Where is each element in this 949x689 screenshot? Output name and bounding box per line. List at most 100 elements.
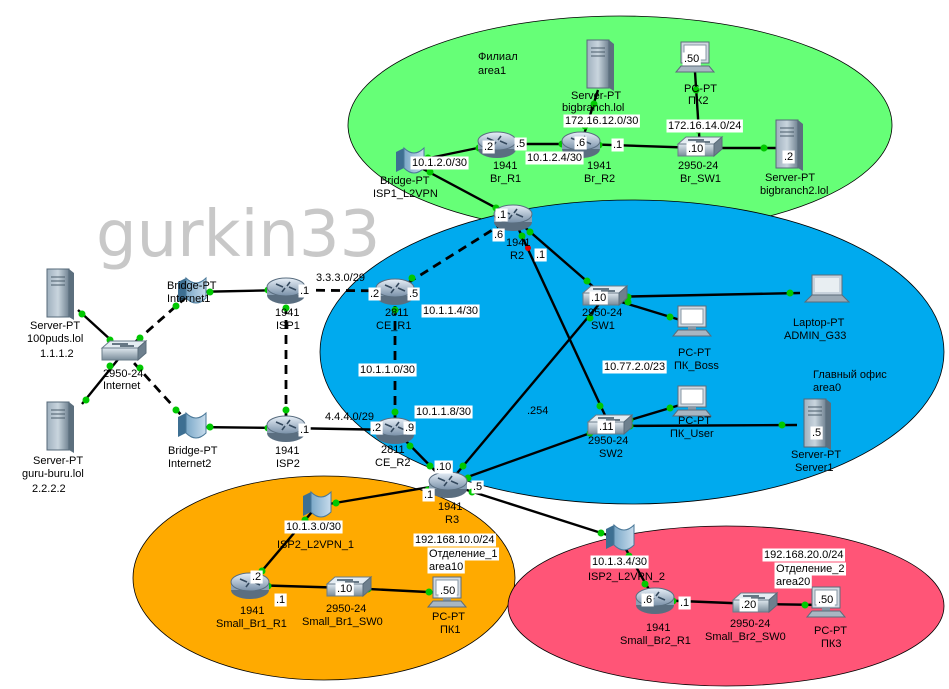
area-small1-name: Отделение_1 [429,548,498,560]
isp2-type: 1941 [275,445,299,457]
pc-icon [672,385,712,417]
srv-guru-type: Server-PT [33,455,83,467]
label-background [407,287,420,301]
br-sw1-type: 2950-24 [678,160,718,172]
label-background [492,228,505,242]
sw1-type: 2950-24 [582,307,622,319]
br-r2-name: Br_R2 [584,173,615,185]
label-background [590,555,649,569]
bigbranch2-type: Server-PT [765,172,815,184]
ce-r2-name: CE_R2 [375,457,410,469]
small-br2-sw0-name: Small_Br2_SW0 [705,631,786,643]
sw1-name: SW1 [591,320,615,332]
labels: Филиал area1 Главный офис area0 Отделени… [22,51,887,650]
pc3-ip: .50 [818,594,833,606]
br-sw1-name: Br_SW1 [680,173,721,185]
port-br-r2-left: .6 [576,137,585,149]
net-br-r1-r2: 10.1.2.4/30 [527,152,582,164]
net-small1-wan: 10.1.3.0/30 [286,521,341,533]
bigbranch2-ip: .2 [784,151,793,163]
server-icon [803,398,832,451]
port-isp2-right: .1 [300,424,309,436]
label-background [686,142,705,156]
label-background [421,304,480,318]
server1-name: Server1 [795,462,834,474]
ce-r1-name: CE_R1 [376,320,411,332]
pc1-ip: .50 [440,585,455,597]
label-background [403,421,416,435]
area-small2-name: Отделение_2 [776,563,845,575]
label-background [682,52,701,66]
pc-boss-type: PC-PT [678,347,711,359]
label-background [597,420,615,434]
bigbranch2-name: bigbranch2.lol [760,185,829,197]
watermark: gurkin33 [96,198,380,272]
sw2-name: SW2 [599,448,623,460]
label-background [641,593,654,607]
bridge-internet2-name: Internet2 [168,458,211,470]
r2-type: 1941 [506,237,530,249]
label-background [427,547,500,561]
br-r1-name: Br_R1 [490,173,521,185]
bridge-internet2-type: Bridge-PT [168,445,218,457]
net-isp2-ce: 4.4.4.0/29 [325,411,374,423]
sw1-ip: .10 [591,292,606,304]
net-br-srv: 172.16.12.0/30 [565,115,638,127]
area-small2 [507,525,945,687]
server-icon [46,401,75,454]
pc-user-type: PC-PT [678,415,711,427]
isp1-type: 1941 [275,307,299,319]
label-background [816,593,835,607]
port-r2-left: .6 [494,229,503,241]
label-background [274,593,287,607]
r3-type: 1941 [438,501,462,513]
srv-100puds-name: 100puds.lol [27,333,83,345]
port-br-r1-left: .2 [484,141,493,153]
server-bigbranch-type: Server-PT [571,90,621,102]
label-background [563,114,640,128]
ce-r1-type: 2811 [385,307,409,319]
small-br2-sw0-type: 2950-24 [730,618,770,630]
bridge-icon [605,524,635,551]
label-background [762,548,846,562]
small-br1-r1-name: Small_Br1_R1 [216,618,287,630]
label-background [410,156,469,170]
br-r2-type: 1941 [587,160,611,172]
srv-guru-name: guru-buru.lol [22,468,84,480]
bridge-isp1-name: ISP1_L2VPN [373,188,438,200]
bridge-internet1-type: Bridge-PT [167,280,217,292]
router-icon [230,572,270,600]
port-ce-r2-left: .2 [372,422,381,434]
label-background [574,136,587,150]
label-background [414,405,473,419]
br-r1-type: 1941 [493,160,517,172]
label-background [774,575,812,589]
area-small1 [132,475,516,681]
srv-100puds-type: Server-PT [30,320,80,332]
server1-ip: .5 [812,427,821,439]
r2-name: R2 [510,250,524,262]
isp1-name: ISP1 [276,320,300,332]
net-small2-wan: 10.1.3.4/30 [592,556,647,568]
label-background [678,596,691,610]
small-br2-r1-type: 1941 [646,622,670,634]
port-r3-right: .5 [473,481,482,493]
label-background [284,520,343,534]
small-br1-r1-type: 1941 [240,605,264,617]
label-background [471,480,484,494]
label-background [427,560,465,574]
port-r3-sw: .254 [527,405,548,417]
net-ce-r1-r2: 10.1.1.4/30 [423,305,478,317]
port-small-br2-right: .1 [680,597,689,609]
label-background [495,208,508,222]
label-background [370,421,383,435]
port-r2-top: .1 [497,209,506,221]
pc-icon [672,305,712,337]
label-background [434,460,453,474]
net-small1-lan: 192.168.10.0/24 [415,534,495,546]
pc2-name: ПК2 [688,95,708,107]
port-small-br2-left: .6 [643,594,652,606]
net-isp1-l2vpn: 10.1.2.0/30 [412,157,467,169]
pc3-type: PC-PT [814,625,847,637]
